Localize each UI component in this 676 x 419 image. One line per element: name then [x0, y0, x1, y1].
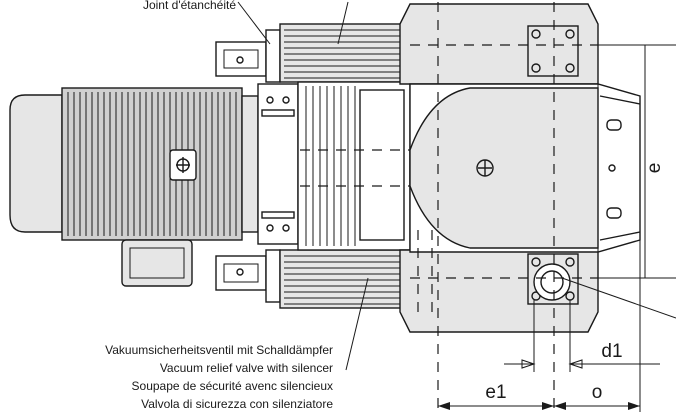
motor-bolts — [261, 96, 295, 232]
motor-foot — [121, 239, 193, 287]
valve-inner — [540, 270, 564, 294]
vacuum-relief-valve — [533, 263, 571, 301]
valve-label-it: Valvola di sicurezza con silenziatore — [141, 397, 333, 411]
motor-flange — [241, 95, 259, 233]
pump-housing — [297, 3, 641, 333]
centerlines — [300, 2, 598, 412]
dimension-lines — [438, 44, 676, 412]
dim-e-label: e — [644, 163, 665, 174]
dim-o-label: o — [592, 382, 603, 403]
bottom-flange — [265, 249, 281, 303]
terminal-circle — [176, 158, 190, 172]
housing-top — [399, 3, 599, 85]
valve-label-fr: Soupape de sécurité avenc silencieux — [132, 379, 333, 393]
top-flange — [265, 29, 281, 83]
motor-adapter — [257, 83, 299, 245]
dim-e1-label: e1 — [485, 382, 506, 403]
valve-label-en: Vacuum relief valve with silencer — [160, 361, 333, 375]
leaders — [237, 1, 369, 371]
motor-fan-cover — [9, 94, 63, 233]
motor-foot-inner — [129, 247, 185, 279]
valve-outer — [533, 263, 571, 301]
top-partial-label: Joint d'étanchéité — [143, 0, 236, 12]
dim-d1-label: d1 — [601, 341, 622, 362]
motor — [9, 83, 299, 287]
valve-label-de: Vakuumsicherheitsventil mit Schalldämpfe… — [105, 343, 333, 357]
impeller-section — [297, 81, 411, 251]
